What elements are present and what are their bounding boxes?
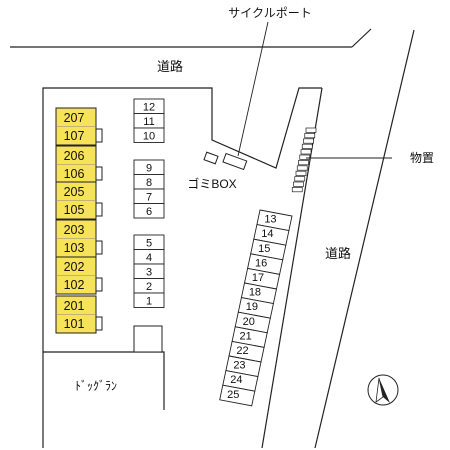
- storage-racks: [291, 127, 317, 193]
- parking-slot-number: 25: [227, 389, 239, 401]
- cycle-port-leader: [237, 21, 269, 157]
- cycle-port-label: サイクルポート: [228, 6, 311, 20]
- unit-number-upper: 201: [64, 299, 85, 313]
- storage-rack: [304, 133, 316, 139]
- parking-slot-number: 11: [143, 116, 154, 128]
- unit-entrance: [95, 316, 103, 331]
- unit-number-upper: 202: [64, 260, 85, 274]
- parking-group-middle: 9 8 7 6: [133, 159, 165, 219]
- road-top-label: 道路: [157, 59, 183, 74]
- parking-slot-number: 16: [255, 257, 267, 269]
- parking-slot-number: 7: [146, 192, 152, 204]
- storage-rack: [301, 143, 313, 149]
- parking-slot-number: 1: [146, 296, 152, 308]
- parking-slot-number: 14: [261, 228, 273, 240]
- storage-rack: [291, 187, 303, 193]
- unit-entrance: [95, 202, 103, 217]
- storage-rack: [299, 154, 311, 160]
- unit-number-lower: 101: [64, 317, 85, 331]
- north-arrow-icon: [367, 374, 399, 406]
- unit-entrance: [95, 240, 103, 255]
- unit-number-lower: 107: [64, 129, 85, 143]
- parking-slot-number: 20: [243, 316, 255, 328]
- storage-rack: [295, 170, 307, 176]
- storage-rack: [296, 165, 308, 171]
- parking-slot-number: 2: [146, 281, 152, 293]
- cycle-port-shape: [222, 152, 248, 171]
- road-right-edge: [314, 29, 415, 449]
- parking-slot-number: 8: [146, 177, 152, 189]
- storage-rack: [294, 176, 306, 182]
- parking-slot-number: 23: [233, 360, 245, 372]
- parking-slot-number: 15: [258, 243, 270, 255]
- parking-group-lower: 5 4 3 2 1: [133, 234, 165, 308]
- parking-slot-number: 6: [146, 206, 152, 218]
- utility-box: [133, 325, 163, 353]
- unit-number-upper: 206: [64, 149, 85, 163]
- parking-slot: [133, 292, 165, 308]
- unit-number-lower: 105: [64, 203, 85, 217]
- unit-entrance: [95, 166, 103, 181]
- unit-entrance: [95, 277, 103, 292]
- parking-slot-number: 4: [146, 252, 152, 264]
- storage-rack: [305, 127, 317, 133]
- garbage-box-label: ゴミBOX: [187, 176, 236, 191]
- unit-entrance: [95, 128, 103, 143]
- unit-number-lower: 102: [64, 278, 85, 292]
- storage-label: 物置: [410, 151, 434, 165]
- parking-slot-number: 24: [230, 374, 242, 386]
- unit-number-upper: 203: [64, 223, 85, 237]
- garbage-box-shape: [203, 151, 219, 165]
- road-top-edge-bend: [351, 28, 372, 48]
- parking-slot-number: 10: [143, 131, 155, 143]
- parking-slot-number: 9: [146, 163, 152, 175]
- parking-slot: [219, 384, 256, 407]
- dog-run-outline: [43, 351, 165, 410]
- parking-slot-number: 17: [252, 272, 264, 284]
- unit-number-lower: 106: [64, 167, 85, 181]
- storage-rack: [293, 181, 304, 187]
- unit-number-upper: 207: [64, 111, 85, 125]
- dog-run-label: ﾄﾞｯｸﾞﾗﾝ: [75, 379, 117, 393]
- road-right-label: 道路: [325, 246, 351, 261]
- parking-slot-number: 5: [146, 238, 152, 250]
- parking-slot-number: 3: [146, 267, 152, 279]
- unit-number-lower: 103: [64, 241, 85, 255]
- parking-slot-number: 21: [240, 330, 252, 342]
- parking-group-right: 13 14 15 16 17 18 19 20 21 22 23 24 25: [219, 209, 293, 407]
- parking-group-upper: 12 11 10: [133, 98, 165, 143]
- parking-slot: [133, 127, 165, 143]
- parking-slot-number: 19: [246, 301, 258, 313]
- parking-slot-number: 13: [264, 214, 276, 226]
- storage-rack: [298, 160, 309, 166]
- parking-slot-number: 18: [249, 287, 261, 299]
- parking-slot-number: 22: [236, 345, 248, 357]
- unit-number-upper: 205: [64, 185, 85, 199]
- storage-rack: [303, 138, 314, 144]
- parking-slot: [133, 203, 165, 219]
- site-boundary: [42, 87, 322, 448]
- storage-rack: [300, 149, 312, 155]
- parking-slot-number: 12: [143, 102, 155, 114]
